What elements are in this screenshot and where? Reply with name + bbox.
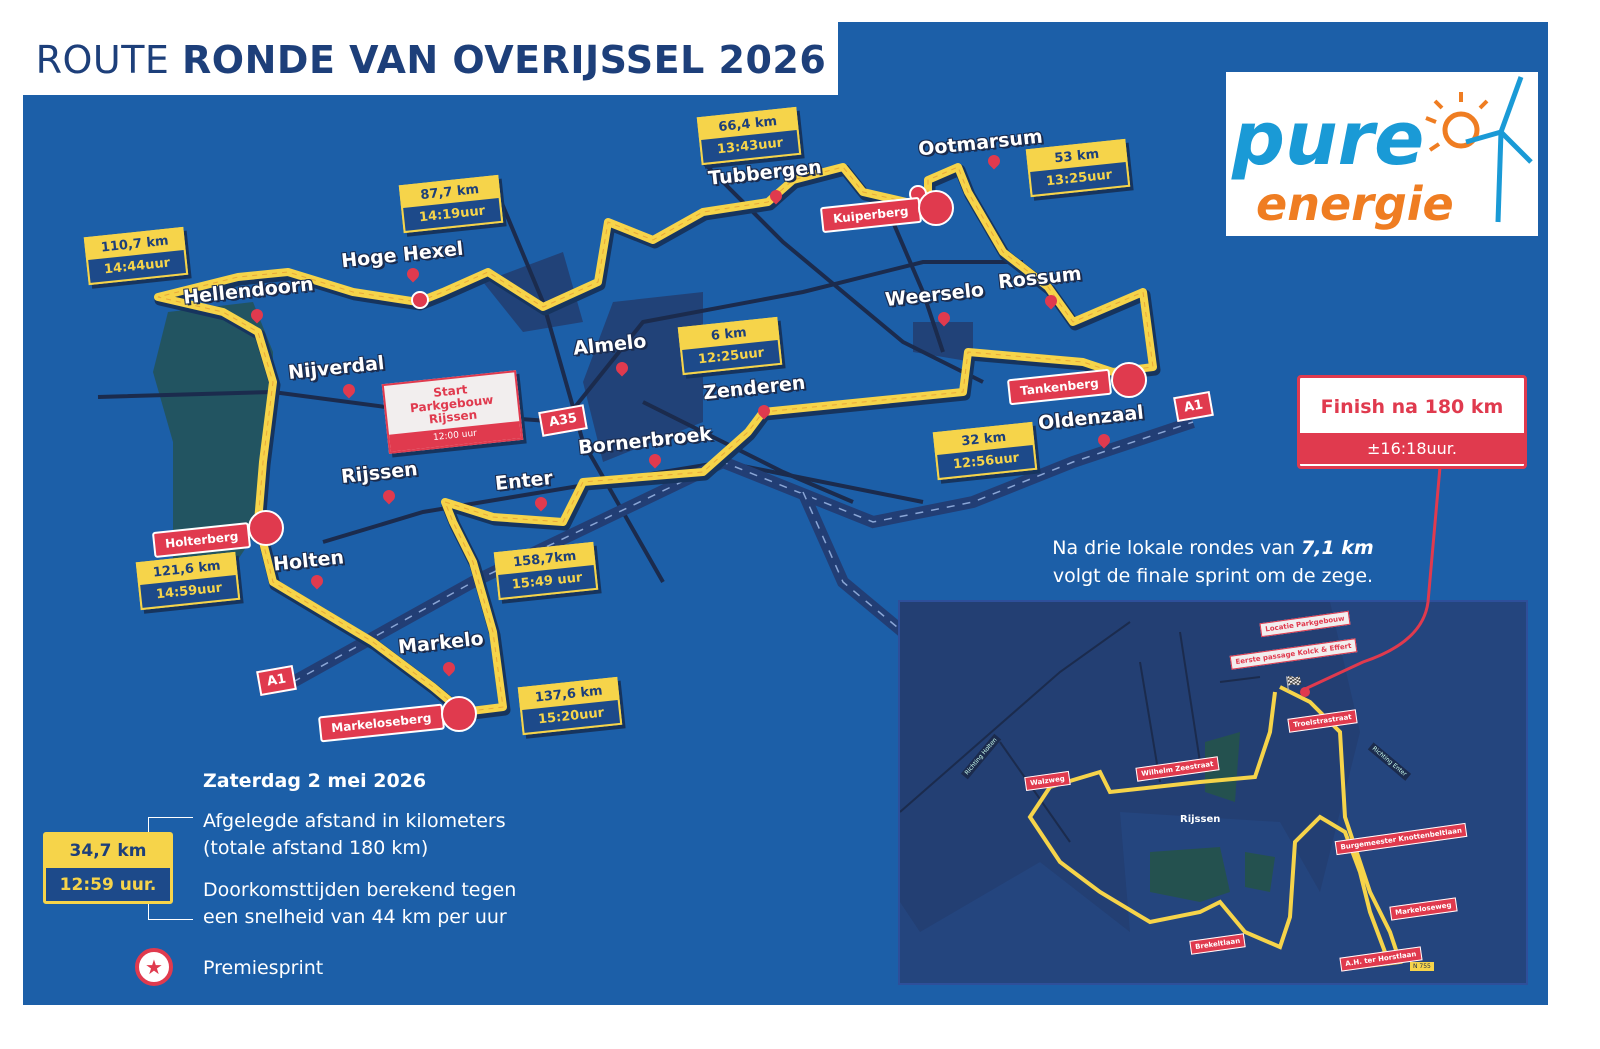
climb-marker-icon (918, 190, 954, 226)
route-map: ROUTE RONDE VAN OVERIJSSEL 2026 pure ene… (23, 22, 1548, 1005)
checkered-flag-icon: 🏁 (1285, 675, 1302, 692)
map-drawing (97, 160, 1195, 721)
sun-icon (1442, 111, 1480, 149)
wind-turbine-icon (1465, 76, 1533, 223)
legend-distance: Afgelegde afstand in kilometers (totale … (203, 808, 506, 862)
climb-marker-icon (441, 696, 477, 732)
note-text-2: volgt de finale sprint om de zege. (1052, 565, 1374, 587)
premiesprint-star-icon (411, 291, 429, 309)
road-n755: N 755 (1410, 962, 1434, 971)
road (561, 260, 1023, 424)
road (642, 400, 854, 504)
finish-time: ±16:18uur. (1300, 433, 1524, 464)
road (322, 459, 924, 544)
logo-graphic: pure energie (1231, 76, 1533, 231)
race-date: Zaterdag 2 mei 2026 (203, 770, 427, 792)
highway-centerline (802, 491, 904, 633)
svg-text:pure: pure (1231, 96, 1424, 182)
forest-area (153, 302, 273, 582)
pure-energie-logo: pure energie (1226, 72, 1538, 236)
climb-marker-icon (1111, 362, 1147, 398)
circuit-route (1027, 685, 1403, 969)
roads (97, 160, 1195, 688)
route-dashes (157, 166, 1154, 713)
forest-areas (153, 252, 973, 582)
legend-sample-checkpoint: 34,7 km 12:59 uur. (43, 832, 173, 904)
legend-times: Doorkomsttijden berekend tegen een snelh… (203, 877, 516, 931)
legend-text: een snelheid van 44 km per uur (203, 906, 507, 928)
inset-note: Na drie lokale rondes van 7,1 km volgt d… (1013, 534, 1413, 590)
finish-circuit-inset-map: 🏁 Rijssen Locatie Parkgebouw Eerste pass… (898, 600, 1528, 985)
highway-centerline (292, 421, 1194, 683)
sample-time: 12:59 uur. (46, 868, 170, 901)
town-area (483, 252, 973, 462)
forest-area (1150, 847, 1275, 902)
sample-km: 34,7 km (69, 841, 147, 861)
legend-text: Afgelegde afstand in kilometers (203, 810, 506, 832)
climb-marker-icon (248, 510, 284, 546)
legend-text: Doorkomsttijden berekend tegen (203, 879, 517, 901)
premiesprint-star-icon: ★ (135, 948, 173, 986)
route-line (154, 163, 1161, 721)
title-prefix: ROUTE (35, 38, 170, 82)
legend-text: (totale afstand 180 km) (203, 837, 429, 859)
page-title: ROUTE RONDE VAN OVERIJSSEL 2026 (23, 22, 838, 95)
bracket (148, 902, 193, 920)
inset-drawing: 🏁 (899, 602, 1403, 969)
svg-text:energie: energie (1256, 177, 1454, 231)
bracket (148, 817, 193, 837)
title-main: RONDE VAN OVERIJSSEL 2026 (182, 38, 827, 82)
finish-sign: Finish na 180 km ±16:18uur. (1297, 375, 1527, 469)
note-text: Na drie lokale rondes van (1052, 537, 1301, 559)
town-area (900, 602, 1360, 932)
start-sign: Start Parkgebouw Rijssen 12:00 uur (381, 370, 524, 454)
legend: Zaterdag 2 mei 2026 Afgelegde afstand in… (23, 762, 623, 1002)
lap-distance: 7,1 km (1301, 537, 1374, 559)
inset-town-label: Rijssen (1180, 814, 1221, 825)
road (891, 221, 945, 353)
finish-label: Finish na 180 km (1320, 396, 1504, 418)
legend-sprint: Premiesprint (203, 957, 324, 979)
